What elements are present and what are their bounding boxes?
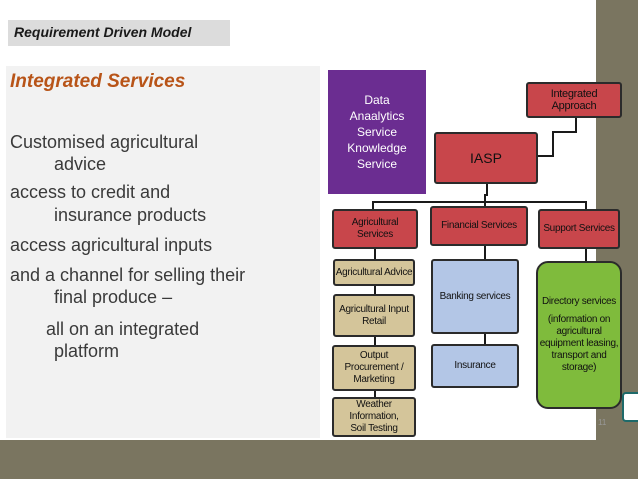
insurance-box: Insurance — [431, 344, 519, 388]
bullet-line-2: advice — [54, 154, 107, 174]
title-bar — [8, 20, 230, 46]
data-box-line: Service — [356, 125, 397, 139]
box-line: Output Procurement / — [344, 350, 404, 373]
data-box-line: Anaalytics — [349, 109, 405, 123]
connector — [372, 201, 374, 211]
box-line: transport and — [551, 350, 607, 361]
connector — [484, 332, 486, 346]
bullet-line-4: insurance products — [54, 205, 207, 225]
data-box-line: Data — [364, 93, 390, 107]
page-number-mark: 11 — [598, 418, 607, 427]
connector — [552, 131, 577, 133]
bullet-line-8: all on an integrated — [46, 319, 200, 339]
slide-title: Requirement Driven Model — [14, 24, 192, 40]
connector — [374, 335, 376, 347]
banking-services-box: Banking services — [431, 259, 519, 334]
connector — [536, 155, 554, 157]
data-knowledge-service-box: Data Anaalytics Service Knowledge Servic… — [328, 70, 426, 194]
iasp-box: IASP — [434, 132, 538, 184]
box-line: Marketing — [353, 374, 395, 385]
connector — [484, 194, 488, 196]
connector — [374, 389, 376, 399]
data-box-line: Knowledge — [347, 141, 407, 155]
connector — [374, 284, 376, 296]
bullet-line-5: access agricultural inputs — [10, 235, 213, 255]
box-line: Weather Information, — [349, 399, 399, 422]
box-line: (information on — [547, 314, 611, 325]
agricultural-services-box: Agricultural Services — [332, 209, 418, 249]
box-line: storage) — [561, 362, 597, 373]
bullet-line-9: platform — [54, 341, 120, 361]
integrated-approach-box: Integrated Approach — [526, 82, 622, 118]
agricultural-input-retail-box: Agricultural Input Retail — [333, 294, 415, 337]
connector — [585, 247, 587, 263]
section-heading: Integrated Services — [10, 71, 186, 92]
left-text-panel — [6, 66, 320, 438]
box-line: Directory services — [541, 296, 617, 307]
weather-information-box: Weather Information, Soil Testing — [332, 397, 416, 437]
bottom-frame-strip — [0, 440, 638, 479]
connector — [552, 131, 554, 156]
box-line: Soil Testing — [350, 423, 398, 434]
box-line: Retail — [362, 315, 386, 327]
box-line: Agricultural Input — [339, 303, 409, 315]
bullet-line-7: final produce – — [54, 287, 173, 307]
support-services-box: Support Services — [538, 209, 620, 249]
agricultural-advice-box: Agricultural Advice — [333, 259, 415, 286]
connector — [486, 182, 488, 196]
bullet-line-6: and a channel for selling their — [10, 265, 246, 285]
connector — [374, 247, 376, 261]
output-procurement-box: Output Procurement / Marketing — [332, 345, 416, 391]
connector — [484, 243, 486, 261]
bullet-line-1: Customised agricultural — [10, 132, 199, 152]
slide-tab-marker — [622, 392, 638, 422]
data-box-line: Service — [356, 157, 397, 171]
box-line: equipment leasing, — [539, 338, 619, 349]
connector — [372, 201, 587, 203]
financial-services-box: Financial Services — [430, 206, 528, 246]
directory-services-box: Directory services (information on agric… — [536, 261, 622, 409]
box-line: agricultural — [556, 326, 602, 337]
connector — [575, 116, 577, 132]
connector — [585, 201, 587, 211]
bullet-line-3: access to credit and — [10, 182, 171, 202]
